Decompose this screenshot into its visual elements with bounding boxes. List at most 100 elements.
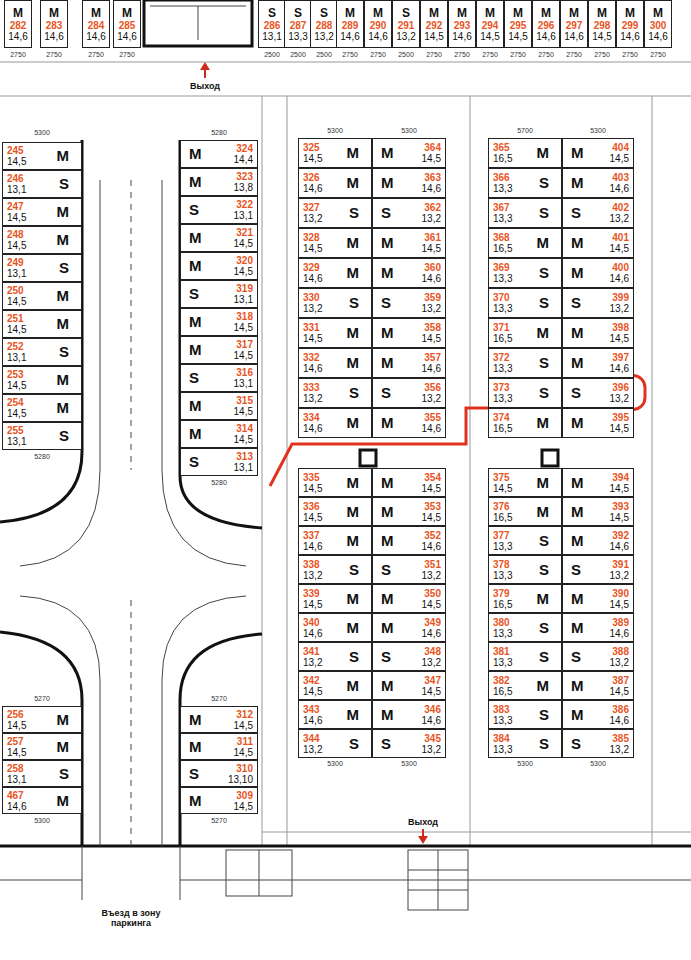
unit-info: 38813,2 xyxy=(610,646,629,668)
unit-number: 293 xyxy=(454,20,471,31)
unit-area: 14,5 xyxy=(303,243,322,254)
dimension-label: 2750 xyxy=(9,51,27,59)
unit-number: 251 xyxy=(7,313,26,324)
unit-type: S xyxy=(571,295,581,311)
unit-number: 248 xyxy=(7,229,26,240)
unit-area: 14,5 xyxy=(422,153,441,164)
unit-number: 292 xyxy=(426,20,443,31)
unit-area: 14,5 xyxy=(422,599,441,610)
unit-type: S xyxy=(381,205,391,221)
storage-unit: M40014,6 xyxy=(562,258,634,288)
unit-type: S xyxy=(539,736,549,752)
unit-type: M xyxy=(57,232,70,248)
unit-area: 14,5 xyxy=(234,350,253,361)
unit-number: 375 xyxy=(493,472,512,483)
unit-type: M xyxy=(57,372,70,388)
unit-area: 13,3 xyxy=(493,303,512,314)
unit-area: 14,6 xyxy=(303,628,322,639)
storage-unit: S32213,1 xyxy=(180,196,258,224)
unit-type: S xyxy=(539,175,549,191)
storage-unit: S35613,2 xyxy=(372,378,446,408)
unit-number: 376 xyxy=(493,501,512,512)
unit-area: 16,5 xyxy=(493,333,512,344)
unit-info: 25714,5 xyxy=(7,736,26,758)
storage-unit: 37416,5M xyxy=(488,408,562,438)
unit-info: 29113,2 xyxy=(396,20,415,42)
unit-info: 34413,2 xyxy=(303,733,322,755)
unit-info: 25414,5 xyxy=(7,397,26,419)
storage-unit: 24514,5M xyxy=(2,142,82,170)
storage-unit-top: M28314,6 xyxy=(40,0,68,48)
unit-info: 39714,6 xyxy=(610,352,629,374)
storage-unit: 25614,5M xyxy=(2,706,82,733)
unit-number: 330 xyxy=(303,292,322,303)
dimension-label: 5280 xyxy=(210,479,228,487)
unit-type: M xyxy=(429,7,439,20)
unit-number: 338 xyxy=(303,559,322,570)
storage-unit: 33214,6M xyxy=(298,348,372,378)
unit-area: 14,6 xyxy=(422,541,441,552)
storage-unit: S39113,2 xyxy=(562,555,634,584)
unit-type: S xyxy=(349,736,359,752)
storage-unit: 25714,5M xyxy=(2,733,82,760)
unit-area: 13,2 xyxy=(422,393,441,404)
unit-area: 14,4 xyxy=(234,154,253,165)
unit-area: 16,5 xyxy=(493,686,512,697)
storage-unit: 33414,6M xyxy=(298,408,372,438)
unit-area: 13,3 xyxy=(493,570,512,581)
dimension-label: 5300 xyxy=(516,760,534,768)
storage-unit: 34113,2S xyxy=(298,642,372,671)
unit-area: 16,5 xyxy=(493,512,512,523)
unit-info: 35714,6 xyxy=(422,352,441,374)
unit-area: 13,1 xyxy=(7,268,26,279)
unit-info: 40314,6 xyxy=(610,172,629,194)
unit-info: 34914,6 xyxy=(422,617,441,639)
unit-area: 14,5 xyxy=(610,243,629,254)
storage-unit: S31013,10 xyxy=(180,760,258,787)
unit-type: M xyxy=(347,325,360,341)
unit-number: 312 xyxy=(236,709,253,720)
unit-number: 320 xyxy=(236,255,253,266)
unit-type: M xyxy=(13,7,23,20)
unit-info: 36213,2 xyxy=(422,202,441,224)
exit-label: Въезд в зону паркинга xyxy=(90,908,172,928)
unit-type: S xyxy=(539,295,549,311)
unit-info: 24814,5 xyxy=(7,229,26,251)
unit-number: 369 xyxy=(493,262,512,273)
unit-info: 32713,2 xyxy=(303,202,322,224)
unit-type: S xyxy=(571,385,581,401)
unit-info: 35214,6 xyxy=(422,530,441,552)
unit-info: 28914,6 xyxy=(340,20,359,42)
unit-number: 394 xyxy=(612,472,629,483)
unit-area: 16,5 xyxy=(493,153,512,164)
dimension-label: 5300 xyxy=(33,817,51,825)
unit-number: 379 xyxy=(493,588,512,599)
unit-type: S xyxy=(539,707,549,723)
unit-area: 13,1 xyxy=(234,462,253,473)
storage-unit: M39014,5 xyxy=(562,584,634,613)
unit-area: 13,2 xyxy=(303,657,322,668)
unit-type: S xyxy=(59,766,69,782)
unit-number: 252 xyxy=(7,341,26,352)
storage-unit: 25014,5M xyxy=(2,282,82,310)
unit-info: 39113,2 xyxy=(610,559,629,581)
storage-unit: 33514,5M xyxy=(298,468,372,497)
unit-area: 14,6 xyxy=(422,628,441,639)
dimension-label: 2750 xyxy=(369,51,387,59)
unit-info: 38413,3 xyxy=(493,733,512,755)
storage-unit: 25314,5M xyxy=(2,366,82,394)
unit-area: 13,1 xyxy=(7,774,26,785)
unit-info: 39814,5 xyxy=(610,322,629,344)
unit-type: M xyxy=(541,7,551,20)
unit-area: 14,5 xyxy=(480,31,499,42)
unit-area: 14,5 xyxy=(424,31,443,42)
unit-number: 288 xyxy=(316,20,333,31)
unit-type: M xyxy=(57,793,70,809)
storage-unit: 34014,6M xyxy=(298,613,372,642)
unit-number: 246 xyxy=(7,173,26,184)
unit-info: 36713,3 xyxy=(493,202,512,224)
unit-info: 37713,3 xyxy=(493,530,512,552)
unit-type: S xyxy=(349,385,359,401)
unit-number: 467 xyxy=(7,790,26,801)
unit-type: S xyxy=(539,355,549,371)
